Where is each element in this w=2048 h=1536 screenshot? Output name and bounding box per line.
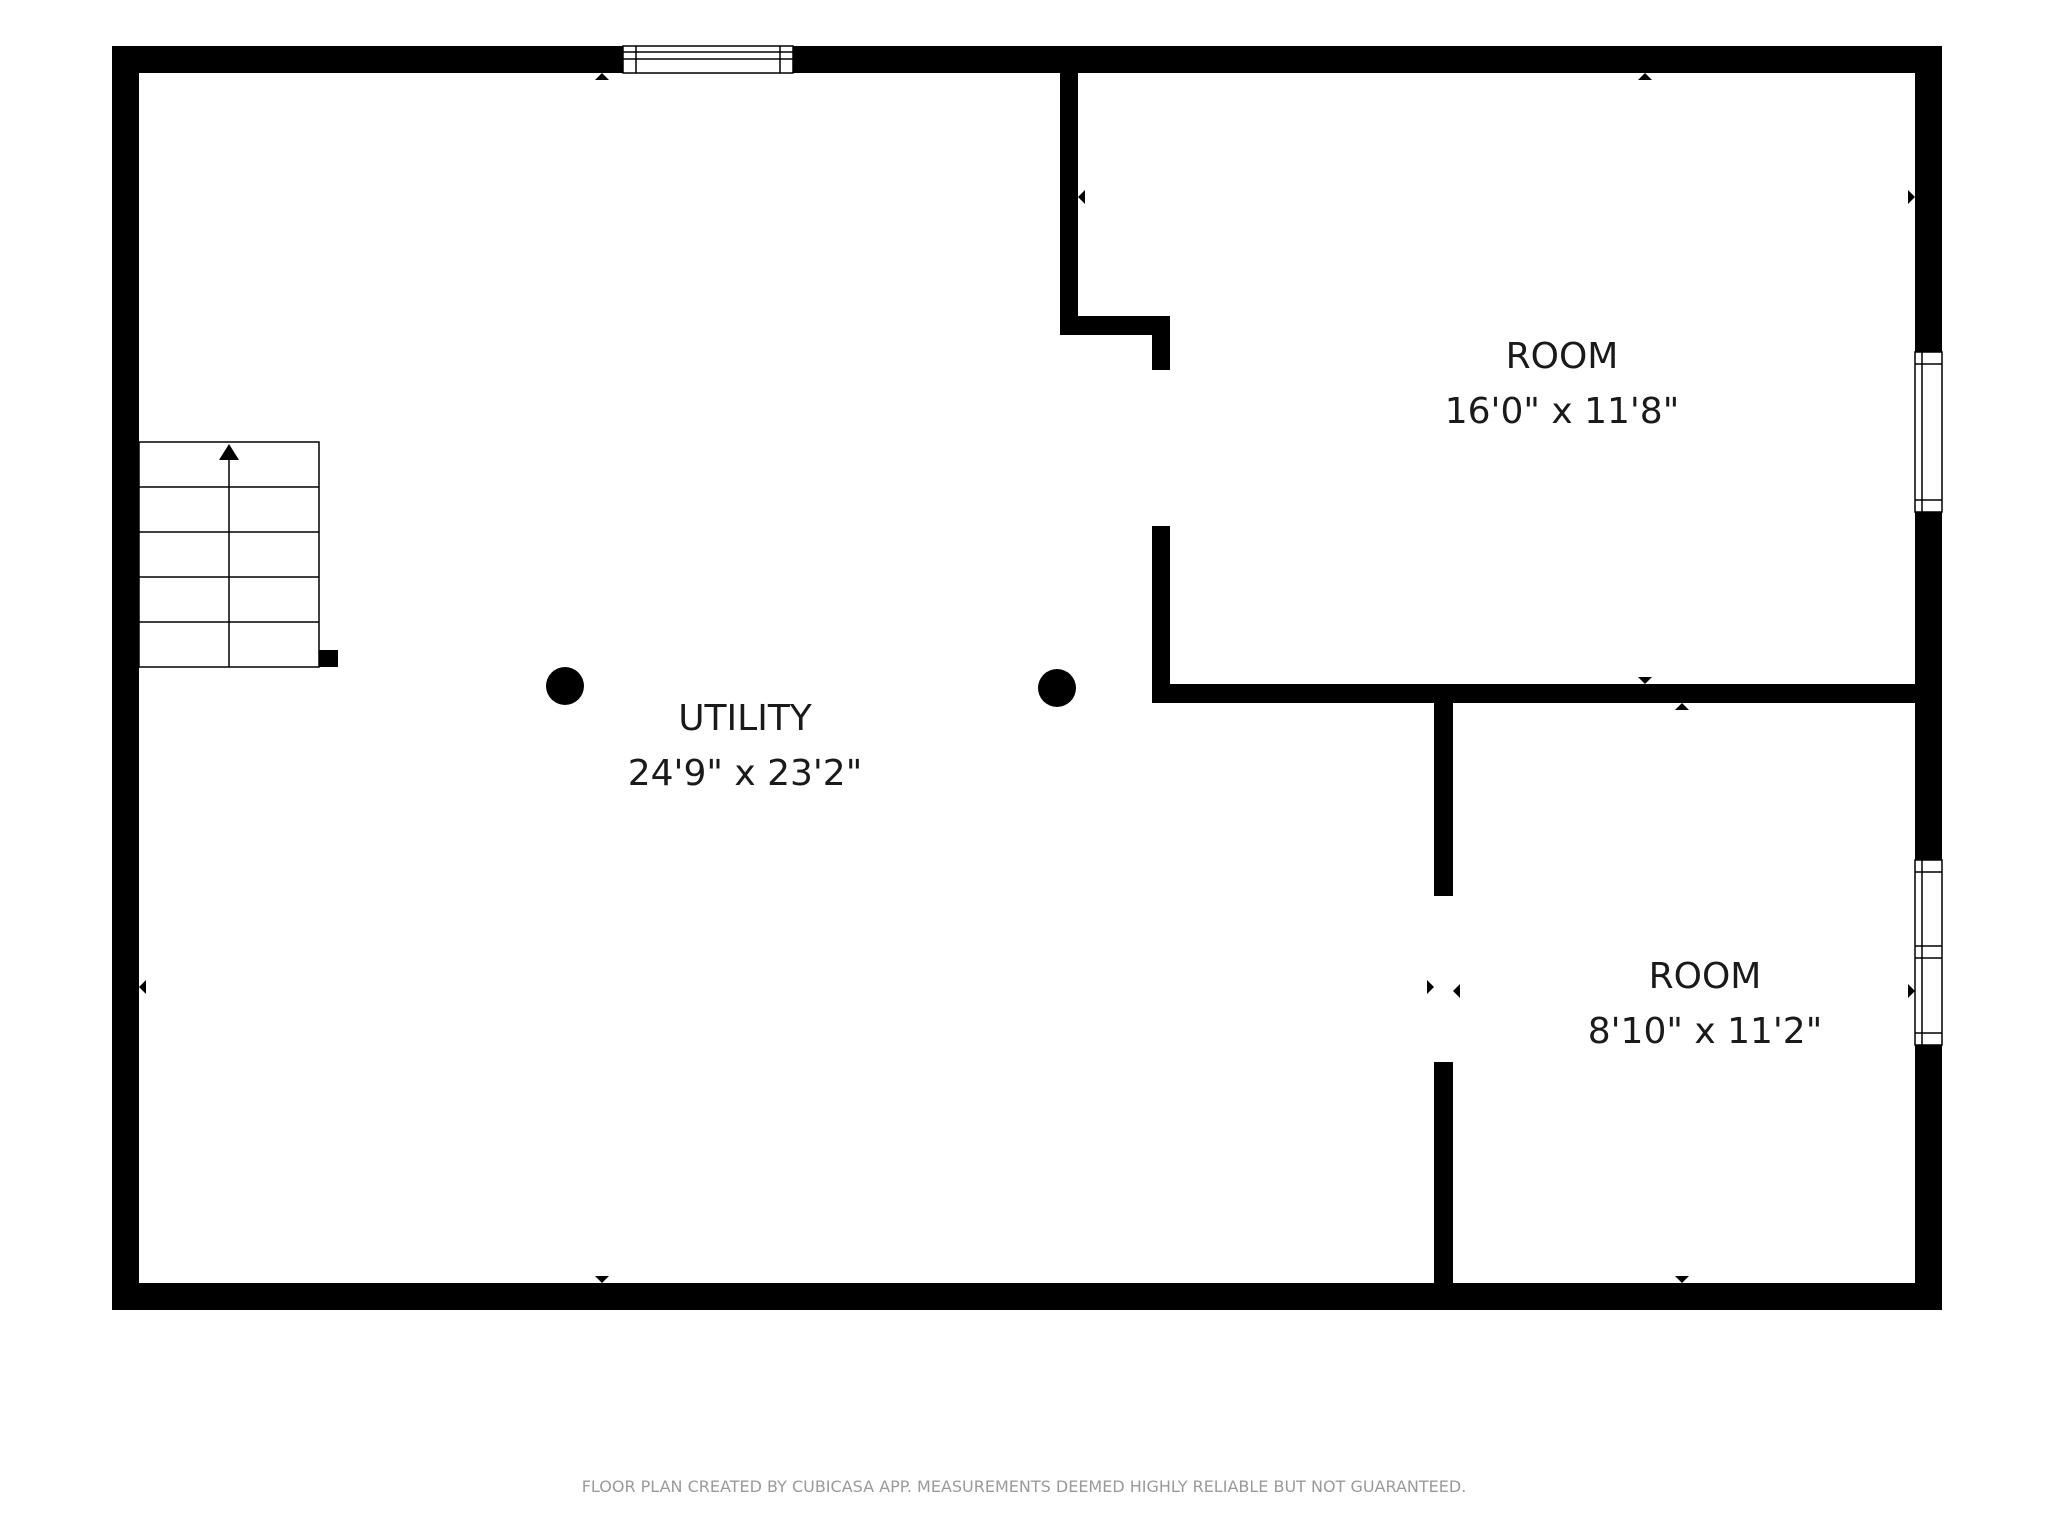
door-lower-room [1432,896,1455,1062]
marker-icon [1675,703,1689,710]
column-icon [546,667,584,705]
support-columns [546,667,1076,707]
marker-icon [1908,190,1915,204]
room-name: ROOM [1649,956,1762,997]
wall-bottom [112,1283,1942,1310]
room-dimensions: 24'9" x 23'2" [628,753,863,794]
marker-icon [1675,1276,1689,1283]
window-top [622,45,794,74]
room-dimensions: 16'0" x 11'8" [1445,391,1680,432]
marker-icon [139,980,146,994]
windows [622,45,1943,1046]
wall-left [112,46,139,1310]
window-right-upper [1914,351,1943,513]
marker-icon [1638,73,1652,80]
marker-icon [595,1276,609,1283]
wall-top [112,46,1942,73]
door-upper-room [1150,370,1172,526]
footer-disclaimer: FLOOR PLAN CREATED BY CUBICASA APP. MEAS… [582,1477,1467,1496]
room-dimensions: 8'10" x 11'2" [1588,1011,1823,1052]
marker-icon [1078,190,1085,204]
marker-icon [595,73,609,80]
stairs-post [319,650,338,667]
marker-icon [1453,984,1460,998]
measurement-markers [139,73,1915,1283]
window-right-lower [1914,859,1943,1046]
stairs-up-arrow-icon [219,444,239,460]
wall-right [1915,46,1942,1310]
room-name: ROOM [1506,336,1619,377]
interior-walls [1060,60,1927,1310]
wall-upper-room-jog [1060,316,1170,335]
room-upper-right: ROOM 16'0" x 11'8" [1445,336,1680,432]
room-utility: UTILITY 24'9" x 23'2" [628,698,863,794]
marker-icon [1908,984,1915,998]
marker-icon [1427,980,1434,994]
wall-upper-room-left [1060,60,1078,335]
room-lower-right: ROOM 8'10" x 11'2" [1588,956,1823,1052]
column-icon [1038,669,1076,707]
outer-walls [112,46,1942,1310]
room-name: UTILITY [678,698,813,739]
doors [1150,370,1455,1062]
stairs [138,441,338,668]
marker-icon [1638,677,1652,684]
wall-upper-room-bottom [1152,684,1927,703]
